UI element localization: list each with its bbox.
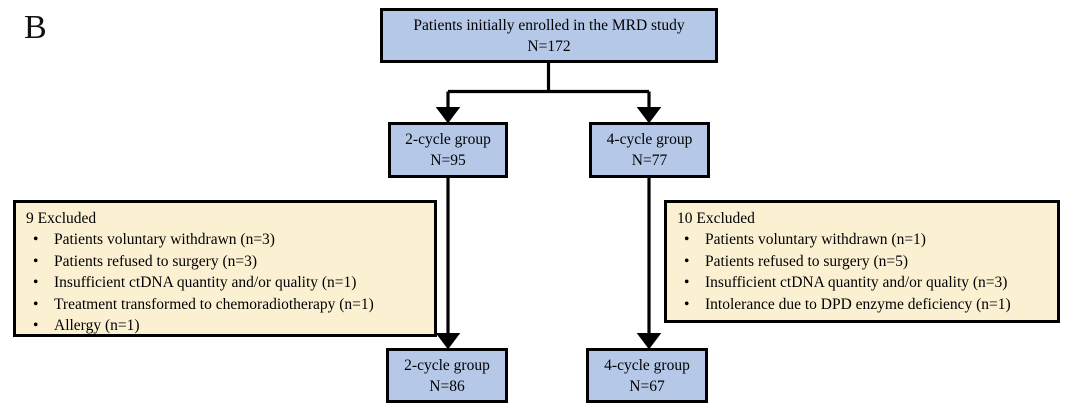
- node-group2-line1: 2-cycle group: [405, 131, 491, 148]
- bullet-icon: •: [684, 274, 690, 291]
- node-group4-line2: N=77: [631, 152, 668, 169]
- node-final2: 2-cycle group N=86: [386, 348, 508, 403]
- node-enrolled-line1: Patients initially enrolled in the MRD s…: [413, 16, 685, 34]
- excluded-left-heading: 9 Excluded: [26, 210, 97, 227]
- list-item-label: Patients refused to surgery (n=3): [54, 252, 258, 270]
- node-enrolled: Patients initially enrolled in the MRD s…: [380, 8, 718, 63]
- excluded-left-list: • Patients voluntary withdrawn (n=3) • Pat…: [24, 229, 374, 337]
- panel-label: B: [24, 9, 47, 46]
- list-item-label: Patients refused to surgery (n=5): [705, 252, 909, 270]
- node-final4: 4-cycle group N=67: [586, 348, 708, 403]
- node-excluded-left: 9 Excluded • Patients voluntary withdrawn…: [13, 200, 437, 337]
- node-group2: 2-cycle group N=95: [388, 122, 508, 178]
- list-item: • Insufficient ctDNA quantity and/or qual…: [24, 272, 374, 294]
- bullet-icon: •: [33, 274, 39, 291]
- list-item: • Insufficient ctDNA quantity and/or qual…: [675, 272, 1011, 294]
- node-final2-line1: 2-cycle group: [404, 356, 490, 374]
- node-enrolled-line2: N=172: [527, 37, 571, 55]
- list-item: • Patients voluntary withdrawn (n=1): [675, 229, 1011, 251]
- list-item: • Treatment transformed to chemoradiother…: [24, 294, 374, 316]
- list-item-label: Patients voluntary withdrawn (n=1): [705, 231, 926, 248]
- bullet-icon: •: [684, 295, 690, 313]
- list-item: • Patients refused to surgery (n=5): [675, 251, 1011, 273]
- excluded-right-list: • Patients voluntary withdrawn (n=1) • Pat…: [675, 229, 1011, 315]
- list-item: • Patients voluntary withdrawn (n=3): [24, 229, 374, 251]
- bullet-icon: •: [33, 317, 39, 334]
- excluded-right-heading: 10 Excluded: [677, 210, 755, 227]
- node-group2-line2: N=95: [430, 152, 466, 169]
- node-final4-line2: N=67: [629, 377, 665, 395]
- list-item-label: Insufficient ctDNA quantity and/or quali…: [54, 274, 357, 291]
- node-final2-line2: N=86: [429, 377, 465, 395]
- node-group4-line1: 4-cycle group: [606, 131, 693, 148]
- bullet-icon: •: [33, 231, 39, 248]
- node-excluded-right: 10 Excluded • Patients voluntary withdraw…: [664, 200, 1060, 323]
- bullet-icon: •: [33, 295, 39, 313]
- list-item-label: Patients voluntary withdrawn (n=3): [54, 231, 275, 248]
- list-item-label: Intolerance due to DPD enzyme deficiency…: [705, 295, 1011, 313]
- list-item-label: Treatment transformed to chemoradiothera…: [54, 295, 374, 313]
- list-item: • Intolerance due to DPD enzyme deficienc…: [675, 294, 1011, 316]
- node-group4: 4-cycle group N=77: [589, 122, 710, 178]
- list-item-label: Insufficient ctDNA quantity and/or quali…: [705, 274, 1008, 291]
- node-final4-line1: 4-cycle group: [604, 356, 690, 374]
- list-item: • Allergy (n=1): [24, 315, 374, 337]
- list-item-label: Allergy (n=1): [54, 317, 140, 334]
- bullet-icon: •: [684, 231, 690, 248]
- bullet-icon: •: [33, 252, 39, 270]
- bullet-icon: •: [684, 252, 690, 270]
- list-item: • Patients refused to surgery (n=3): [24, 251, 374, 273]
